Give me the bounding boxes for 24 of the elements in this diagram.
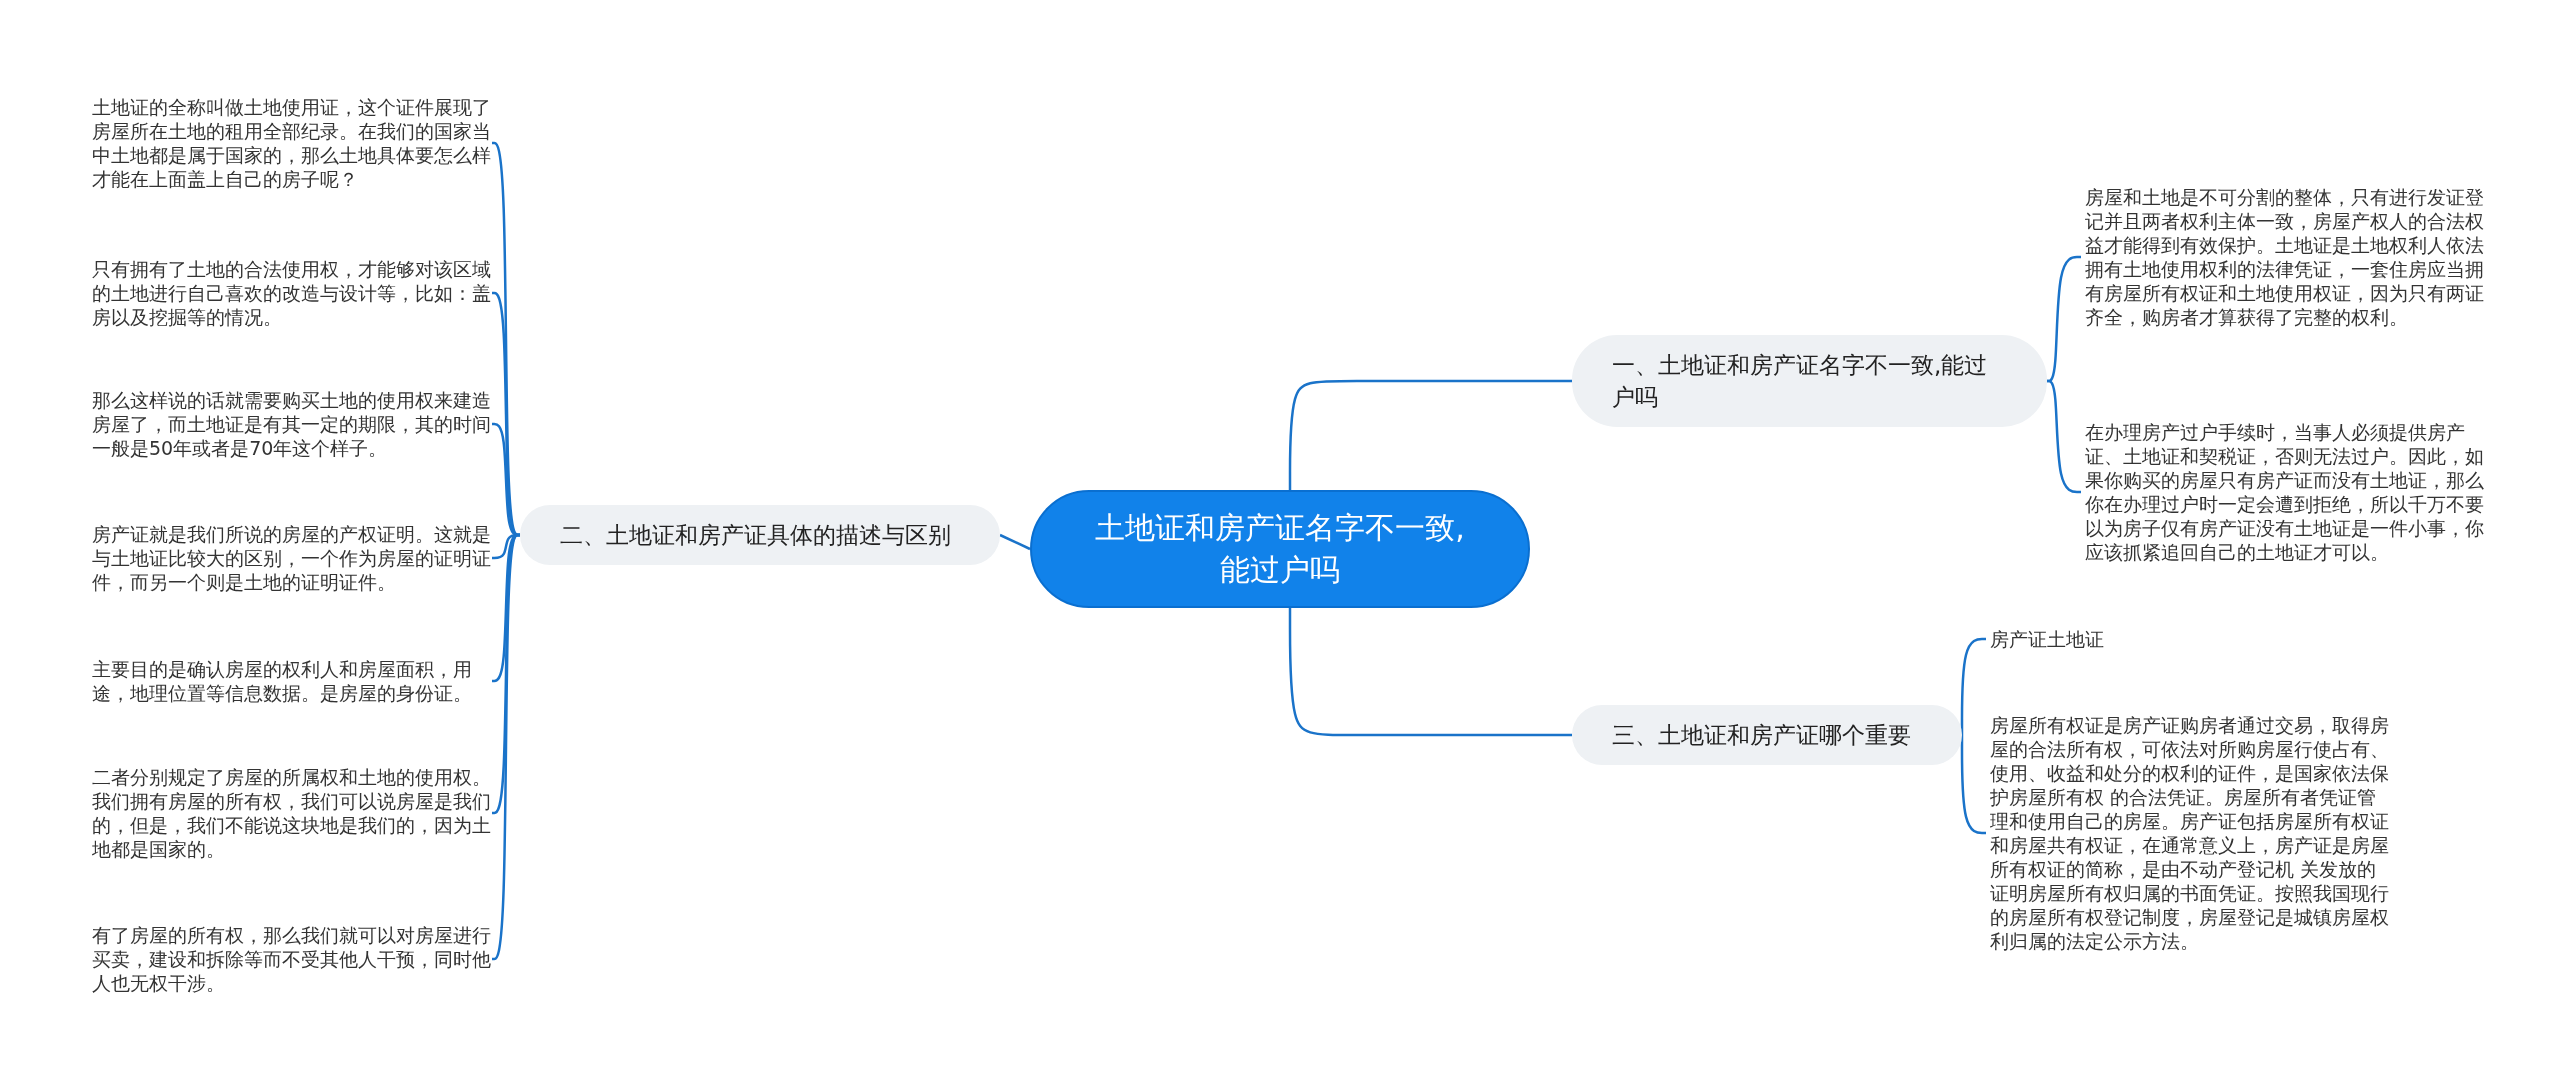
note-text: 房产证就是我们所说的房屋的产权证明。这就是与土地证比较大的区别，一个作为房屋的证明证件，而另一个则是土地的证明证件。 (92, 522, 492, 594)
connector-line (491, 533, 521, 961)
topic-bubble: 一、土地证和房产证名字不一致,能过户吗 (1572, 335, 2047, 427)
connector-line (1960, 637, 1986, 737)
topic-bubble: 二、土地证和房产证具体的描述与区别 (520, 505, 1000, 565)
note-text: 只有拥有了土地的合法使用权，才能够对该区域的土地进行自己喜欢的改造与设计等，比如：盖房以及挖掘等的情况。 (92, 257, 492, 329)
note-text: 主要目的是确认房屋的权利人和房屋面积，用途，地理位置等信息数据。是房屋的身份证。 (92, 657, 492, 705)
note-text: 那么这样说的话就需要购买土地的使用权来建造房屋了，而土地证是有其一定的期限，其的时间一般是50年或者是70年这个样子。 (92, 388, 492, 460)
note-text: 有了房屋的所有权，那么我们就可以对房屋进行买卖，建设和拆除等而不受其他人干预，同时他人也无权干涉。 (92, 923, 492, 995)
note-text: 房产证土地证 (1990, 627, 2390, 651)
connector-line (2046, 255, 2081, 383)
connector-line (2046, 379, 2081, 494)
topic-bubble: 三、土地证和房产证哪个重要 (1572, 705, 1962, 765)
note-text: 二者分别规定了房屋的所属权和土地的使用权。我们拥有房屋的所有权，我们可以说房屋是我们的，但是，我们不能说这块地是我们的，因为土地都是国家的。 (92, 765, 492, 861)
central-topic: 土地证和房产证名字不一致,能过户吗 (1030, 490, 1530, 608)
connector-line (999, 533, 1031, 551)
connector-line (1288, 379, 1572, 490)
connector-line (1960, 733, 1986, 835)
note-text: 土地证的全称叫做土地使用证，这个证件展现了房屋所在土地的租用全部纪录。在我们的国家当中土地都是属于国家的，那么土地具体要怎么样才能在上面盖上自己的房子呢？ (92, 95, 492, 191)
note-text: 房屋和土地是不可分割的整体，只有进行发证登记并且两者权利主体一致，房屋产权人的合法权益才能得到有效保护。土地证是土地权利人依法拥有土地使用权利的法律凭证，一套住房应当拥有房屋所有权证和土地使用权证，因为只有两证齐全，购房者才算获得了完整的权利。 (2085, 185, 2485, 329)
note-text: 房屋所有权证是房产证购房者通过交易，取得房屋的合法所有权，可依法对所购房屋行使占有、使用、收益和处分的权利的证件，是国家依法保护房屋所有权 的合法凭证。房屋所有者凭证管理和使用自己的房屋。房产证包括房屋所有权证和房屋共有权证，在通常意义上，房产证是房屋所有权证的简称，是由不动产登记机 关发放的证明房屋所有权归属的书面凭证。按照我国现行的房屋所有权登记制度，房屋登记是城镇房屋权利归属的法定公示方法。 (1990, 713, 2390, 953)
connector-line (492, 422, 520, 537)
note-text: 在办理房产过户手续时，当事人必须提供房产证、土地证和契税证，否则无法过户。因此，如果你购买的房屋只有房产证而没有土地证，那么你在办理过户时一定会遭到拒绝，所以千万不要以为房子仅有房产证没有土地证是一件小事，你应该抓紧追回自己的土地证才可以。 (2085, 420, 2485, 564)
connector-line (1288, 608, 1572, 737)
